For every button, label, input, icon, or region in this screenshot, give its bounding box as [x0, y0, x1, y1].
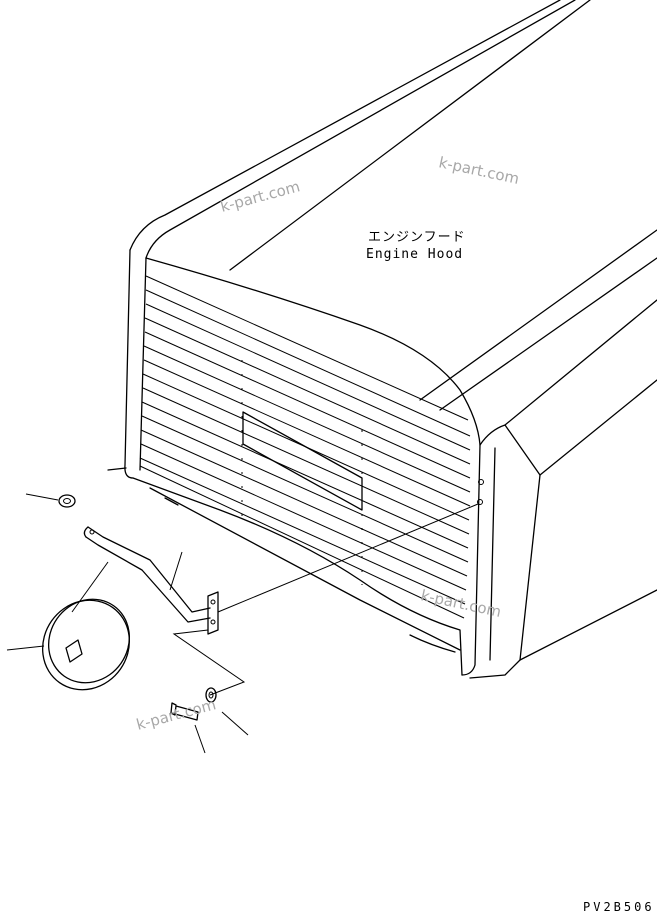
mirror — [41, 598, 131, 691]
nut — [58, 494, 76, 508]
engine-hood — [107, 0, 657, 679]
leader-lines — [6, 493, 479, 754]
drawing-code: PV2B506 — [583, 900, 655, 914]
label-engine-hood-jp: エンジンフード — [368, 230, 466, 245]
mirror-stay — [83, 526, 219, 635]
watermark: k-part.com — [134, 695, 218, 734]
watermark: k-part.com — [419, 586, 503, 621]
bolt — [170, 702, 199, 721]
watermark: k-part.com — [218, 177, 302, 216]
washer — [205, 687, 217, 703]
label-engine-hood-en: Engine Hood — [366, 247, 463, 262]
watermark: k-part.com — [437, 153, 521, 188]
grille-louvers — [139, 275, 484, 619]
